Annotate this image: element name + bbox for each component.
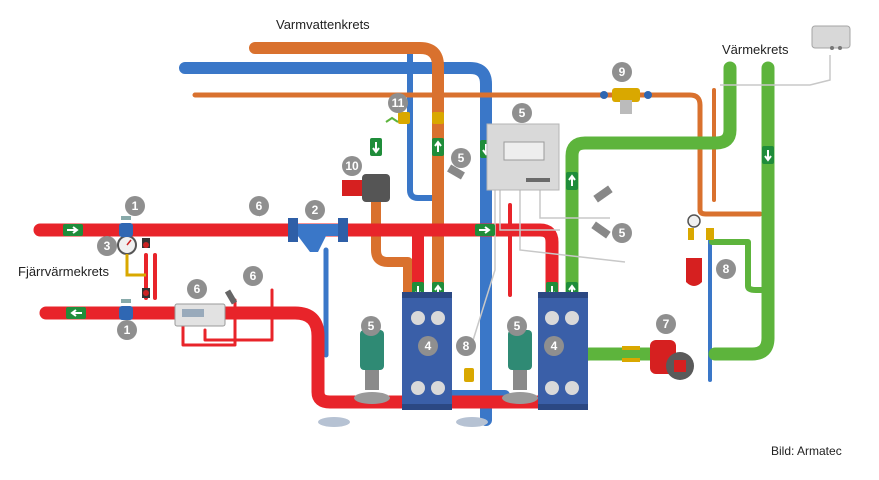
badge-fill-valve: 8	[456, 336, 476, 356]
hot-water-circuit-label: Varmvattenkrets	[276, 17, 370, 32]
mixing-valve	[600, 88, 652, 114]
badge-strainer: 2	[305, 200, 325, 220]
outdoor-sensor	[811, 25, 851, 50]
badge-heat-exchanger-hot-water: 4	[418, 336, 438, 356]
control-valve-hot-water	[318, 330, 390, 427]
badge-heat-exchanger-heating: 4	[544, 336, 564, 356]
arrow-down-icon	[370, 138, 382, 156]
arrow-up-icon	[432, 138, 444, 156]
control-valve-heating	[456, 330, 538, 427]
hot-water-pipes	[192, 42, 763, 306]
badge-expansion-vessel: 8	[716, 259, 736, 279]
temperature-sensors	[447, 164, 613, 239]
badge-meter-sensor-return: 6	[249, 196, 269, 216]
expansion-vessel	[686, 214, 702, 286]
arrow-right-icon	[63, 224, 83, 236]
manometer	[117, 235, 146, 277]
badge-check-valve: 11	[388, 93, 408, 113]
arrow-right-icon	[475, 224, 495, 236]
shutoff-valve-supply	[119, 216, 133, 237]
strainer	[288, 218, 348, 252]
badge-shutoff-valve-return: 1	[117, 320, 137, 340]
badge-circulation-pump: 7	[656, 314, 676, 334]
badge-shutoff-valve-supply: 1	[125, 196, 145, 216]
badge-mixing-valve: 9	[612, 62, 632, 82]
badge-meter-sensor-supply: 6	[243, 266, 263, 286]
badge-sensor-heating: 5	[612, 223, 632, 243]
control-cabinet	[486, 123, 560, 191]
badge-sensor-hot-water: 5	[451, 148, 471, 168]
badge-control-cabinet: 5	[512, 103, 532, 123]
image-credit: Bild: Armatec	[771, 444, 842, 458]
heating-circuit-label: Värmekrets	[722, 42, 789, 57]
arrow-down-icon	[762, 146, 774, 164]
badge-control-valve-hot-water: 5	[361, 316, 381, 336]
drain-valves	[142, 238, 150, 298]
heating-circulation-pump	[622, 340, 694, 380]
check-valves	[385, 112, 444, 124]
badge-energy-meter: 6	[187, 279, 207, 299]
signal-cables	[469, 55, 831, 351]
energy-meter	[174, 303, 226, 327]
shutoff-valve-return	[119, 299, 133, 320]
fill-valve	[464, 228, 714, 382]
heating-circuit-pipes	[553, 61, 775, 392]
badge-manometer: 3	[97, 236, 117, 256]
arrow-up-icon	[566, 172, 578, 190]
hot-water-circulation-pump	[342, 174, 390, 202]
district-heating-circuit-label: Fjärrvärmekrets	[18, 264, 110, 279]
badge-hot-water-circulation-pump: 10	[342, 156, 362, 176]
heat-exchanger-heating	[538, 292, 588, 410]
arrow-left-icon	[66, 307, 86, 319]
badge-control-valve-heating: 5	[507, 316, 527, 336]
